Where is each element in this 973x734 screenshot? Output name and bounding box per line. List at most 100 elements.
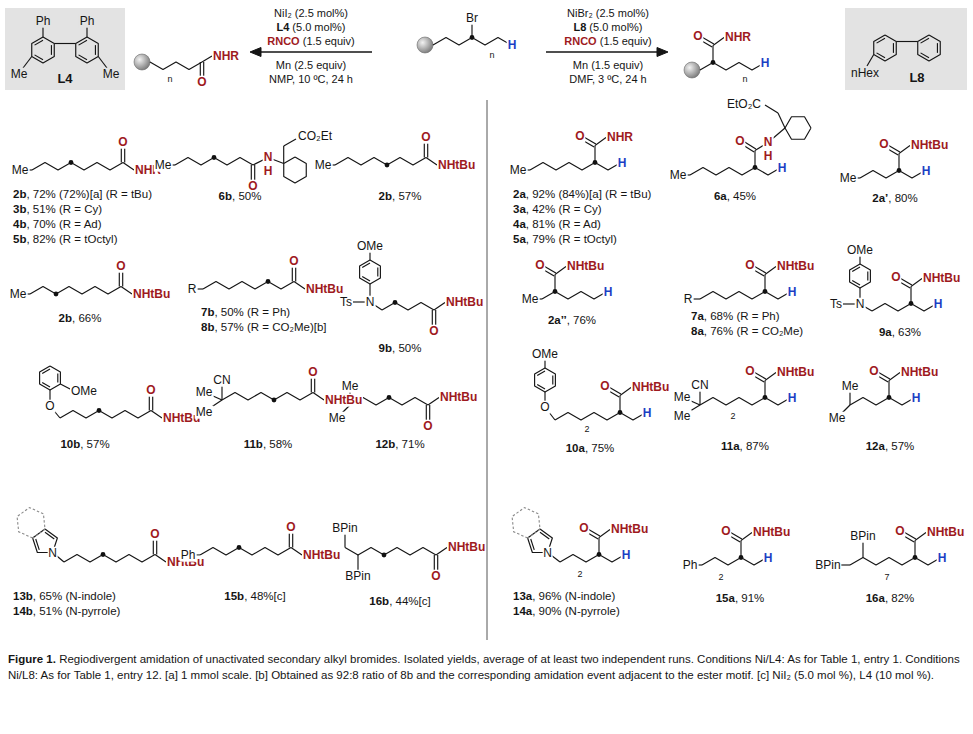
amide-label: NHtBu (926, 526, 965, 539)
bond-line (867, 55, 874, 67)
bond-line (284, 139, 296, 146)
substituent-ball (684, 62, 700, 78)
arrow-head (657, 48, 668, 57)
label-emphasis: 8a (691, 325, 704, 337)
atom-label: N (263, 151, 274, 164)
carbon-chain (382, 303, 434, 311)
terminal-h: H (787, 285, 798, 298)
bond-line (896, 41, 917, 42)
condition-text: NMP, 10 ºC, 24 h (268, 74, 354, 86)
atom-label: O (734, 135, 745, 148)
position-dot (763, 289, 768, 294)
condition-text: L4 (5.0 mol%) (275, 22, 346, 34)
ligand-name: L8 (908, 71, 925, 85)
label-rest: , 50% (232, 190, 261, 202)
bond-line (57, 374, 58, 383)
label-rest: (5.0 mol%) (586, 21, 642, 33)
bond-line (79, 55, 87, 60)
label-rest: , 91% (735, 592, 764, 604)
bond-line (765, 105, 778, 113)
subscript-index: 2 (583, 425, 590, 434)
atom-label: O (285, 521, 296, 534)
subscript-index: 2 (729, 412, 736, 421)
position-dot (272, 398, 277, 403)
compound-label: 9b, 50% (378, 342, 423, 354)
ring-outline (76, 37, 99, 63)
compound-label: 10b, 57% (59, 438, 110, 450)
ring-outline (40, 366, 61, 390)
ligand-name: L4 (56, 72, 73, 86)
substituent-ball (134, 54, 150, 70)
bond-line (867, 272, 868, 281)
terminal-h: H (777, 161, 788, 174)
atom-label: Me (669, 169, 688, 182)
position-dot (618, 410, 623, 415)
label-emphasis: L8 (573, 21, 586, 33)
structure-artwork (17, 23, 941, 640)
bond-line (595, 138, 606, 146)
carbon-chain (64, 555, 155, 563)
atom-label: O (599, 380, 610, 393)
bond-line (313, 393, 324, 401)
atom-label: Me (509, 164, 528, 177)
atom-label: O (894, 525, 905, 538)
compound-label: 14b, 51% (N-pyrrole) (12, 605, 121, 617)
compound-label: 16a, 82% (865, 592, 916, 604)
carbon-chain (150, 62, 202, 70)
position-dot (553, 289, 558, 294)
bond-line (921, 38, 929, 43)
label-rest: , 50% (392, 342, 421, 354)
atom-label: O (117, 136, 128, 149)
atom-label: O (720, 525, 731, 538)
position-dot (739, 555, 744, 560)
position-dot (393, 300, 398, 305)
atom-label: Me (154, 159, 173, 172)
label-emphasis: 6b (219, 190, 232, 202)
label-emphasis: 13a (513, 590, 532, 602)
atom-label: BPin (331, 522, 358, 535)
subscript-index: n (488, 51, 495, 60)
atom-label: Ts (339, 296, 353, 309)
atom-label: Me (9, 288, 28, 301)
atom-label: nHex (850, 67, 880, 80)
label-rest: , 80% (888, 192, 917, 204)
carbon-chain (702, 558, 767, 566)
carbon-chain (32, 163, 123, 171)
terminal-h: H (603, 285, 614, 298)
label-emphasis: 14a (513, 605, 532, 617)
terminal-h: H (937, 551, 948, 564)
bond-line (86, 27, 87, 37)
bond-line (852, 281, 860, 286)
position-dot (387, 395, 392, 400)
bond-line (79, 40, 87, 45)
compound-label: 7a, 68% (R = Ph) (690, 310, 781, 322)
position-dot (97, 408, 102, 413)
compound-label: 2a’, 80% (871, 192, 918, 204)
amide-label: NHtBu (752, 526, 791, 539)
compound-label: 8a, 76% (R = CO₂Me) (690, 325, 804, 337)
label-emphasis: 2a’ (872, 192, 888, 204)
amide-label: NHtBu (324, 394, 363, 407)
amide-label: NHR (724, 31, 752, 44)
atom-label: OMe (70, 385, 98, 398)
atom-label: Me (195, 406, 214, 419)
bond-line (898, 154, 899, 171)
bond-line (619, 396, 620, 413)
bond-line (740, 541, 741, 558)
atom-label: CO₂Et (297, 130, 333, 143)
bond-line (888, 381, 889, 398)
bond-line (937, 43, 938, 53)
amide-label: NHtBu (566, 260, 605, 273)
compound-label: 16b, 44%[c] (368, 595, 431, 607)
atom-label: H (263, 165, 274, 178)
bond-line (362, 277, 370, 282)
atom-label: BPin (344, 570, 371, 583)
atom-label: O (145, 384, 156, 397)
label-emphasis: 2b (379, 190, 392, 202)
carbon-chain (850, 558, 941, 566)
condition-text: RNCO (1.5 equiv) (563, 36, 652, 48)
position-dot (897, 168, 902, 173)
label-emphasis: 12a (866, 440, 885, 452)
bond-line (765, 373, 776, 381)
ring-outline (874, 35, 897, 61)
